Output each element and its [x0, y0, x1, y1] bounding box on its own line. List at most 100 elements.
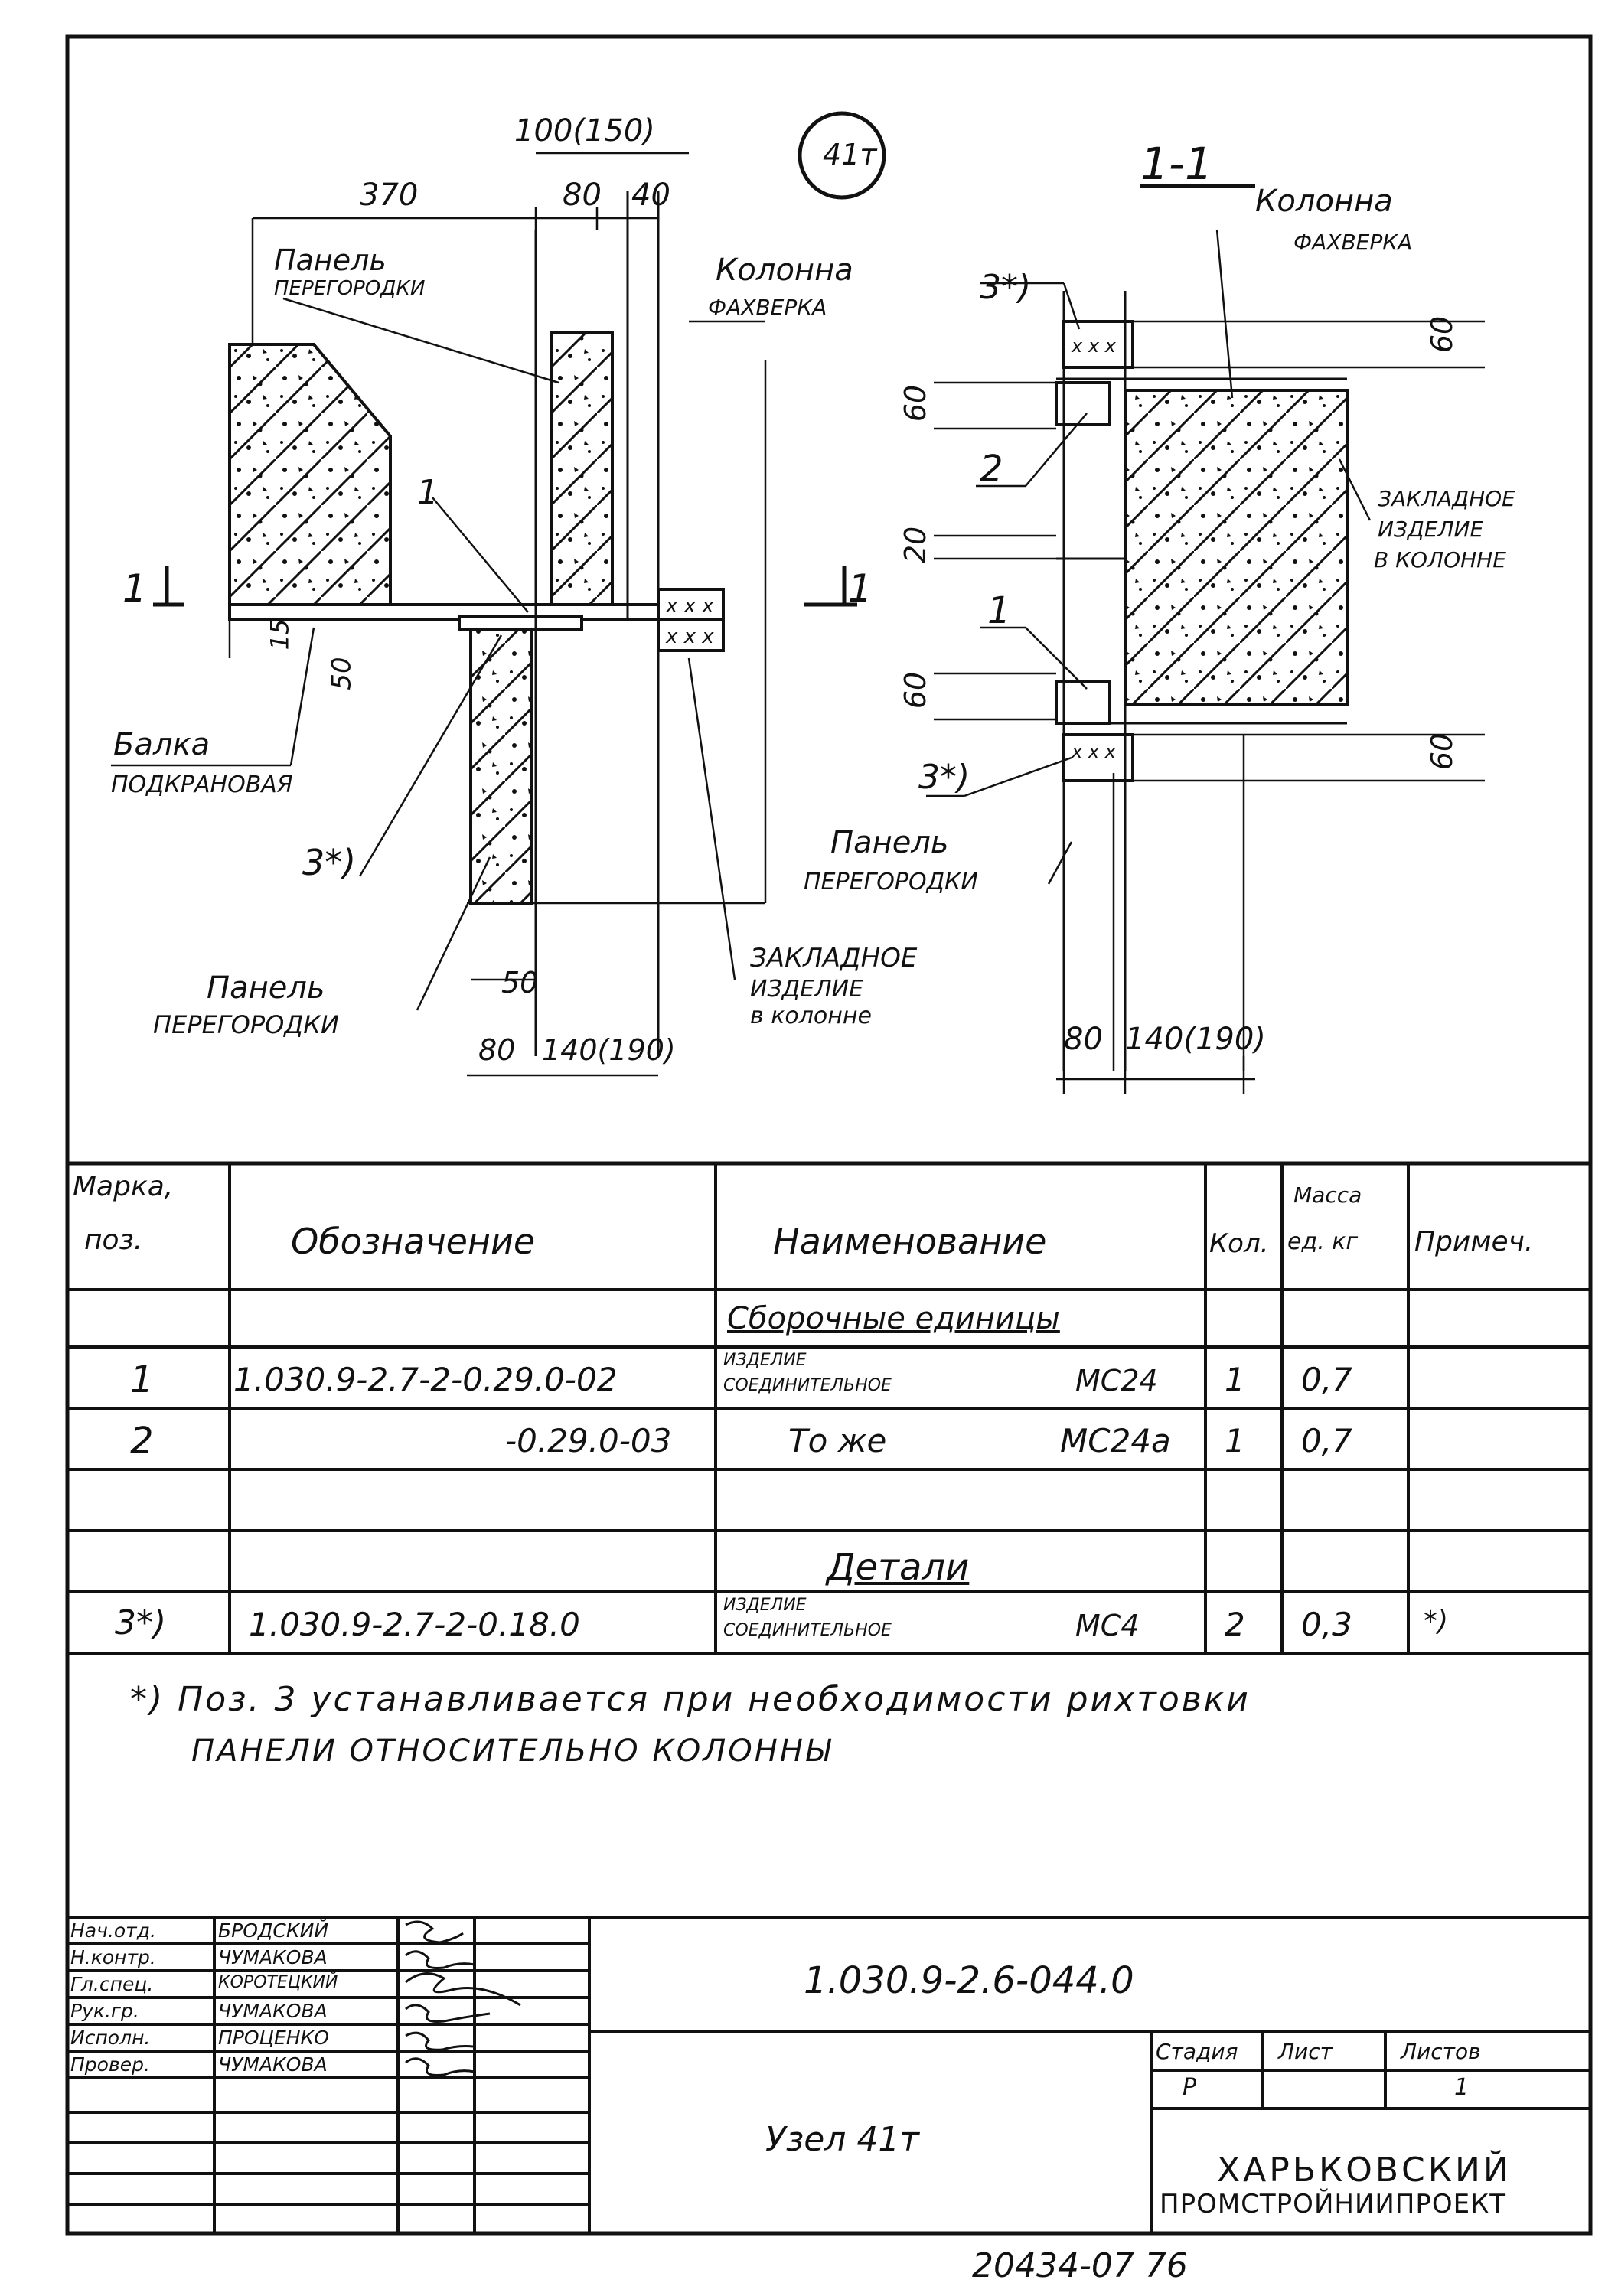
dim-40: 40 [631, 178, 670, 213]
tb-sheets: 1 [1454, 2074, 1470, 2101]
node-badge: 41т [823, 138, 877, 171]
tb-stage-label: Стадия [1156, 2039, 1238, 2064]
tb-role-5: Исполн. [70, 2027, 151, 2049]
tb-org-2: ПРОМСТРОЙНИИПРОЕКТ [1160, 2189, 1507, 2219]
left-beam-label: Балка [113, 727, 210, 762]
right-section-mark: 1 [848, 566, 873, 611]
crane-beam [228, 343, 392, 606]
spec-table-grid [67, 1163, 1590, 1655]
right-pos3-bottom: 3*) [918, 758, 970, 797]
row2-mark: 2 [130, 1420, 154, 1463]
right-panel-sublabel: перегородки [804, 869, 978, 895]
header-mark-1: Марка, [73, 1171, 174, 1202]
tb-title: Узел 41т [765, 2120, 920, 2159]
left-beam-sublabel: подкрановая [111, 771, 293, 798]
dim-r140-bottom: 140(190) [1125, 1022, 1266, 1057]
dim-50-mid: 50 [326, 657, 357, 690]
partition-panel-top [550, 331, 614, 606]
node-badge-circle [798, 111, 886, 200]
left-section-view: x x x x x x [111, 152, 767, 1077]
tb-role-3: Гл.спец. [70, 1973, 154, 1995]
tb-sheets-label: Листов [1401, 2039, 1481, 2064]
tb-name-5: Проценко [218, 2027, 329, 2049]
header-qty: Кол. [1209, 1228, 1269, 1259]
header-mass-2: ед. кг [1287, 1228, 1359, 1255]
row2-qty: 1 [1225, 1422, 1245, 1459]
left-panel-bottom-label: Панель [207, 970, 325, 1006]
row1-code: МС24 [1075, 1364, 1158, 1397]
tb-name-3: Коротецкий [218, 1973, 338, 1992]
tb-name-2: Чумакова [218, 1946, 328, 1968]
section-label: 1-1 [1140, 138, 1213, 190]
left-embed-label: Закладное [750, 943, 918, 974]
section-assemblies: Сборочные единицы [727, 1301, 1060, 1336]
row3-qty: 2 [1225, 1606, 1245, 1643]
row3-mark: 3*) [115, 1603, 167, 1642]
left-panel-top-sublabel: перегородки [274, 277, 426, 300]
tb-role-1: Нач.отд. [70, 1919, 156, 1942]
svg-text:x x x: x x x [1071, 741, 1117, 762]
partition-panel-bottom [469, 626, 533, 905]
svg-text:x x x: x x x [665, 625, 714, 648]
row3-designation: 1.030.9-2.7-2-0.18.0 [249, 1606, 580, 1643]
left-embed-sublabel-1: изделие [750, 976, 864, 1003]
tb-role-2: Н.контр. [70, 1946, 156, 1968]
dim-15: 15 [265, 618, 295, 651]
row2-mass: 0,7 [1301, 1422, 1352, 1459]
row2-code: МС24а [1060, 1422, 1171, 1459]
signatures [405, 1920, 521, 2076]
row3-code: МС4 [1075, 1609, 1140, 1642]
dim-370: 370 [360, 178, 419, 213]
dim-r60-bottom: 60 [1425, 732, 1460, 771]
tb-name-4: Чумакова [218, 2000, 328, 2022]
left-section-mark: 1 [122, 566, 147, 611]
right-embed-sublabel-2: в колонне [1374, 547, 1506, 572]
tb-role-6: Провер. [70, 2053, 150, 2076]
header-name: Наименование [773, 1221, 1047, 1262]
row3-name-1: Изделие [723, 1596, 807, 1615]
bottom-stamp: 20434-07 76 [972, 2246, 1188, 2285]
right-column-label: Колонна [1255, 184, 1393, 219]
dim-top-total: 100(150) [514, 113, 655, 148]
dim-r20: 20 [899, 526, 933, 564]
left-pos3: 3*) [302, 842, 357, 883]
row1-name-2: соединительное [723, 1376, 892, 1395]
tb-stage: Р [1183, 2074, 1197, 2101]
row3-name-2: соединительное [723, 1621, 892, 1640]
row1-mark: 1 [130, 1358, 154, 1401]
footnote-line-1: *) Поз. 3 устанавливается при необходимо… [130, 1680, 1251, 1719]
dim-140-bottom: 140(190) [542, 1033, 676, 1067]
tb-name-6: Чумакова [218, 2053, 328, 2076]
tb-doc-code: 1.030.9-2.6-044.0 [804, 1959, 1134, 2002]
row3-mass: 0,3 [1301, 1606, 1352, 1643]
right-panel-label: Панель [830, 825, 949, 860]
dim-r60-top: 60 [1425, 315, 1460, 354]
svg-text:x x x: x x x [1071, 335, 1117, 357]
sheet-frame [65, 34, 1593, 2236]
dim-80-bottom: 80 [478, 1033, 516, 1067]
right-pos1: 1 [987, 589, 1011, 632]
header-note: Примеч. [1414, 1226, 1534, 1257]
left-panel-top-label: Панель [274, 243, 387, 277]
row1-mass: 0,7 [1301, 1361, 1352, 1398]
dim-r80-bottom: 80 [1064, 1022, 1103, 1057]
left-column-sublabel: фахверка [708, 295, 827, 320]
tb-role-4: Рук.гр. [70, 2000, 139, 2022]
left-column-label: Колонна [716, 253, 853, 288]
left-embed-sublabel-2: в колонне [750, 1003, 872, 1029]
section-details: Детали [827, 1546, 970, 1589]
tb-sheet-label: Лист [1278, 2039, 1333, 2064]
dim-50-low: 50 [501, 966, 539, 1000]
dim-r60-b: 60 [899, 671, 933, 709]
row3-note: *) [1424, 1606, 1449, 1637]
row2-name-1: То же [788, 1422, 887, 1459]
column-section [1124, 389, 1349, 706]
left-panel-bottom-sublabel: перегородки [153, 1010, 339, 1039]
right-embed-sublabel-1: изделие [1378, 517, 1484, 542]
footnote-line-2: панели относительно колонны [191, 1733, 833, 1769]
right-column-sublabel: фахверка [1293, 230, 1413, 255]
header-mass-1: Масса [1293, 1182, 1362, 1208]
tb-org-1: ХАРЬКОВСКИЙ [1217, 2151, 1512, 2190]
row1-name-1: Изделие [723, 1351, 807, 1370]
